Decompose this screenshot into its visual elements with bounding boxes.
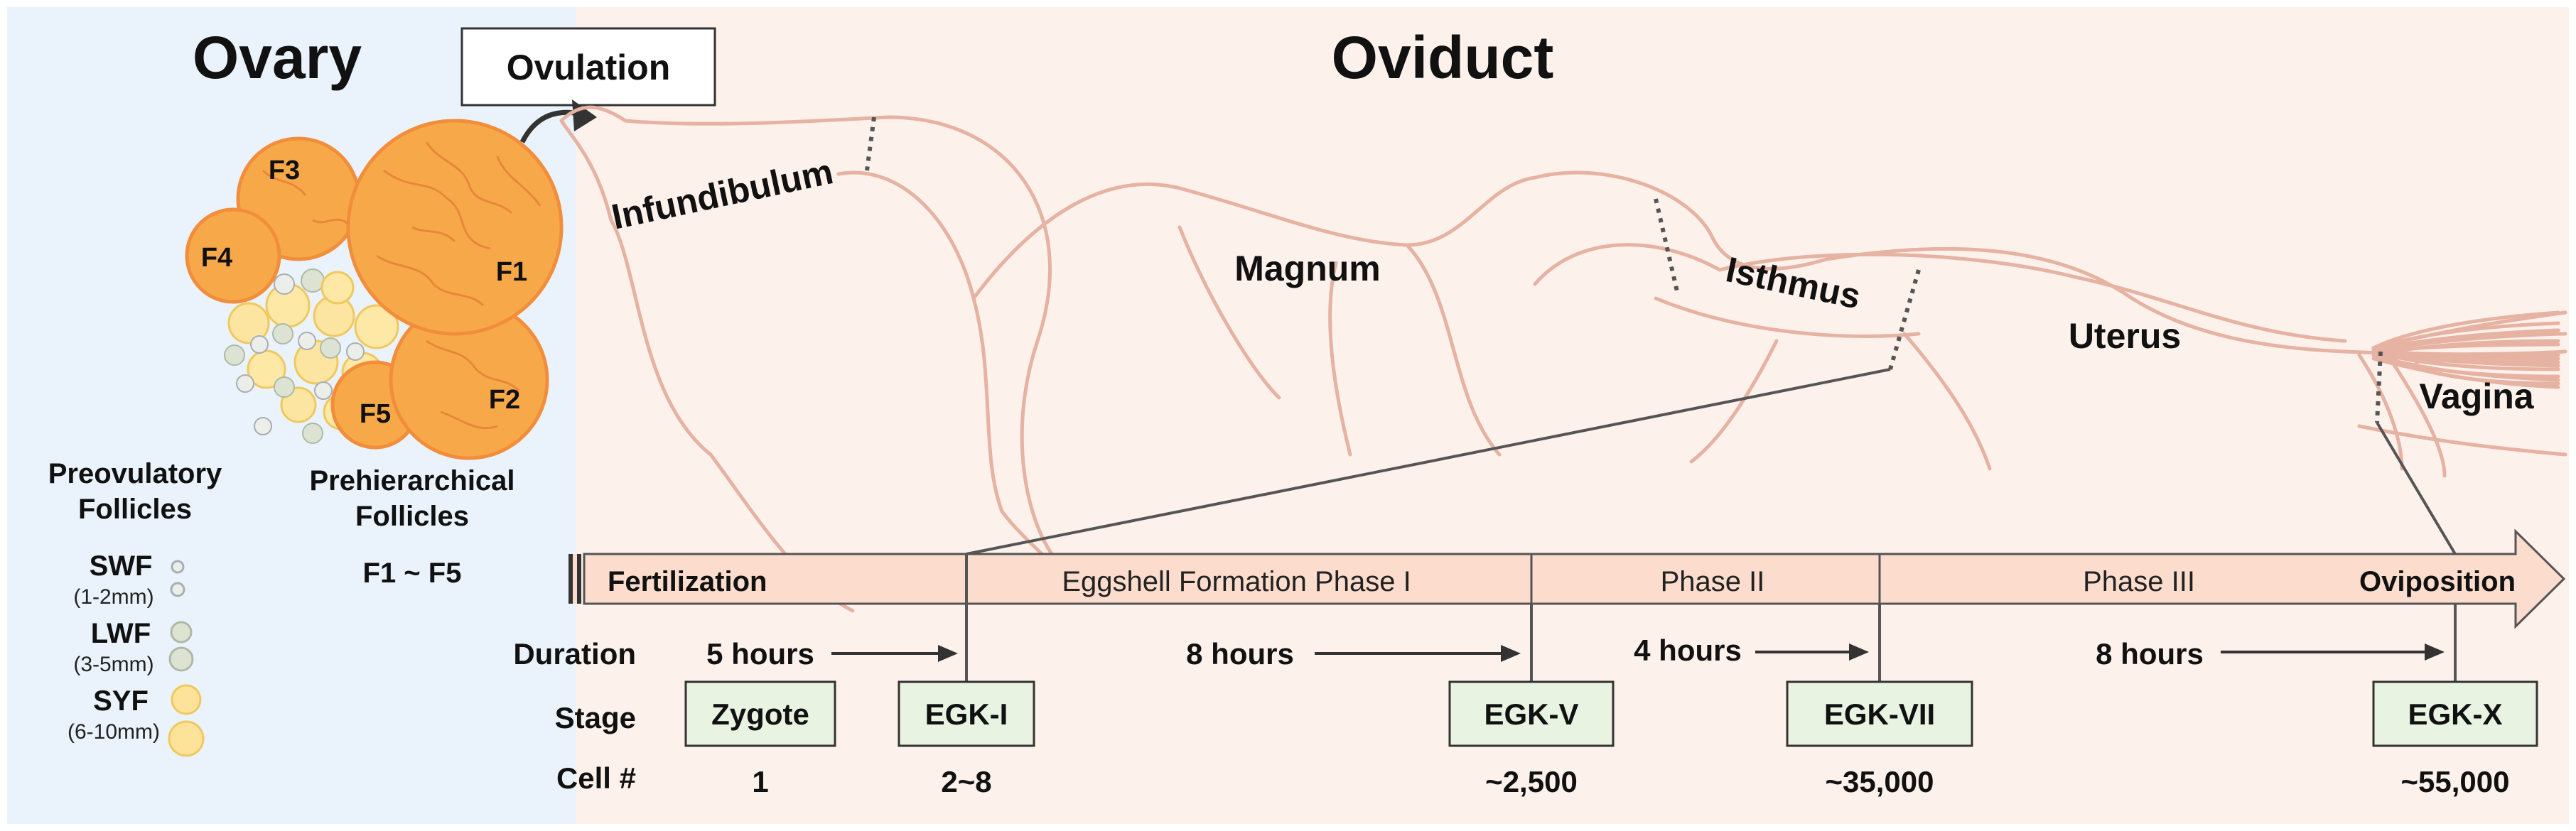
stage-box-egk-x xyxy=(2372,680,2538,747)
oviduct-outline xyxy=(559,105,2567,613)
follicle-veins xyxy=(262,141,541,430)
timeline-cap-inner xyxy=(573,554,577,604)
stage-row-label: Stage xyxy=(555,701,636,734)
connector-vagina-to-egk-x xyxy=(2376,421,2457,555)
duration-row-label: Duration xyxy=(513,637,636,670)
cells-row-label: Cell # xyxy=(556,761,636,795)
duration-4: 8 hours xyxy=(2096,637,2204,670)
legend-swf-marker-1 xyxy=(171,560,185,574)
connector-isthmus-to-egk-i xyxy=(966,368,1891,555)
stage-egk-i: EGK-I xyxy=(925,697,1008,731)
legend-syf-size: (6-10mm) xyxy=(68,720,160,744)
legend-syf-marker-1 xyxy=(171,684,202,715)
stage-egk-vii: EGK-VII xyxy=(1824,697,1935,731)
magnum-label: Magnum xyxy=(1234,249,1381,288)
stage-egk-v: EGK-V xyxy=(1484,697,1578,731)
legend-lwf-marker-1 xyxy=(170,621,193,643)
uterus-label: Uterus xyxy=(2069,316,2181,356)
preovulatory-label-line1: Preovulatory xyxy=(48,458,222,489)
follicle-f4 xyxy=(185,207,281,304)
follicle-legend: SWF (1-2mm) LWF (3-5mm) SYF (6-10mm) xyxy=(68,550,205,757)
legend-syf-marker-2 xyxy=(168,720,205,757)
stage-zygote: Zygote xyxy=(711,697,809,731)
timeline-end-label: Oviposition xyxy=(2359,566,2516,597)
small-follicles xyxy=(224,268,399,444)
duration-arrowhead-3 xyxy=(1849,643,1869,661)
f4-label: F4 xyxy=(201,243,232,273)
ovulation-label: Ovulation xyxy=(507,48,671,87)
vagina-boundary xyxy=(2375,351,2383,423)
segment-boundaries xyxy=(865,116,2383,423)
timeline-phase2-label: Phase II xyxy=(1661,566,1765,597)
legend-lwf-marker-2 xyxy=(168,646,194,672)
duration-1: 5 hours xyxy=(706,637,814,670)
isthmus-end-boundary xyxy=(1888,269,1921,370)
timeline-phase1-label: Eggshell Formation Phase I xyxy=(1062,566,1411,597)
stage-egk-x: EGK-X xyxy=(2408,697,2502,731)
prehierarchical-label-line1: Prehierarchical xyxy=(309,465,514,496)
ovary-title: Ovary xyxy=(193,24,362,91)
stage-connectors xyxy=(965,368,2457,682)
duration-arrowhead-2 xyxy=(1501,645,1521,662)
cells-zygote: 1 xyxy=(752,765,768,798)
legend-swf-name: SWF xyxy=(90,550,153,582)
prehierarchical-label-line2: Follicles xyxy=(355,501,469,532)
ovulation-arrowhead xyxy=(572,99,597,131)
follicle-cluster xyxy=(185,119,564,460)
oviduct-title: Oviduct xyxy=(1332,24,1554,91)
timeline-start-label: Fertilization xyxy=(608,566,767,597)
follicle-range-label: F1 ~ F5 xyxy=(363,558,462,589)
f5-label: F5 xyxy=(360,399,391,429)
ovulation-box xyxy=(460,27,716,107)
f1-label: F1 xyxy=(496,257,527,287)
duration-3: 4 hours xyxy=(1634,634,1742,667)
cells-egk-v: ~2,500 xyxy=(1485,765,1578,798)
timeline-bar xyxy=(568,528,2566,629)
timeline-arrow xyxy=(583,528,2566,629)
follicle-f1 xyxy=(346,119,564,336)
stage-box-zygote xyxy=(684,680,836,747)
legend-lwf-name: LWF xyxy=(91,618,151,649)
f3-label: F3 xyxy=(269,156,300,185)
f2-label: F2 xyxy=(489,385,520,415)
vagina-label: Vagina xyxy=(2419,376,2534,416)
stage-box-egk-i xyxy=(898,680,1035,747)
preovulatory-label-line2: Follicles xyxy=(78,494,192,525)
duration-arrowhead-1 xyxy=(938,645,958,662)
timeline-phase3-label: Phase III xyxy=(2083,566,2195,597)
legend-swf-marker-2 xyxy=(170,582,185,597)
cells-egk-x: ~55,000 xyxy=(2401,765,2510,798)
duration-2: 8 hours xyxy=(1186,637,1294,670)
cells-egk-i: 2~8 xyxy=(941,765,991,798)
legend-syf-name: SYF xyxy=(93,685,149,717)
legend-swf-size: (1-2mm) xyxy=(73,585,153,609)
duration-arrowhead-4 xyxy=(2425,643,2445,661)
stage-box-egk-v xyxy=(1448,680,1615,747)
legend-lwf-size: (3-5mm) xyxy=(73,653,153,676)
stage-box-egk-vii xyxy=(1786,680,1973,747)
cells-egk-vii: ~35,000 xyxy=(1826,765,1934,798)
